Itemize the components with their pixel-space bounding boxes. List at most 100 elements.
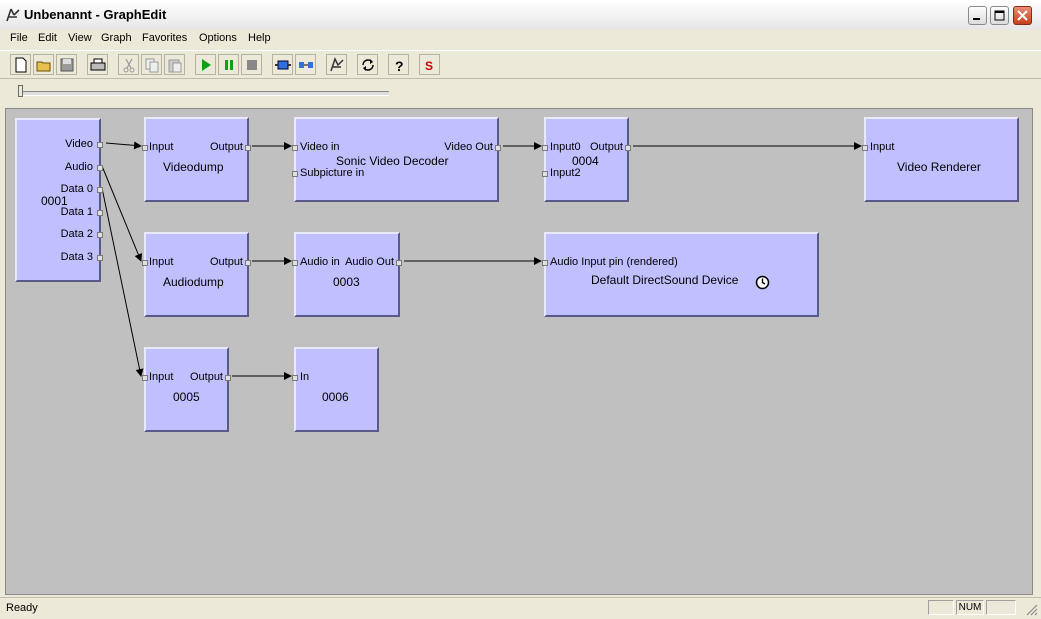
- pin-data-2-box[interactable]: [97, 232, 103, 238]
- pin-input[interactable]: Input: [870, 141, 895, 153]
- filter-name: Videodump: [163, 160, 224, 174]
- filter-audiodump[interactable]: Input Output Audiodump: [142, 232, 251, 317]
- stop-button[interactable]: [241, 54, 262, 75]
- help-button[interactable]: ?: [388, 54, 409, 75]
- resize-grip-icon[interactable]: [1024, 602, 1038, 616]
- pin-audio-in-box[interactable]: [292, 260, 298, 266]
- connection-audio-to-audiodump[interactable]: [101, 165, 143, 262]
- connections-layer: [101, 141, 862, 380]
- menu-edit[interactable]: Edit: [38, 32, 57, 44]
- pin-output[interactable]: Output: [209, 256, 243, 268]
- filter-0005[interactable]: Input Output 0005: [142, 347, 231, 432]
- pin-input[interactable]: Input: [149, 256, 174, 268]
- pin-input2[interactable]: Input2: [550, 167, 581, 179]
- pin-subpicture-in-box[interactable]: [292, 171, 298, 177]
- pin-audio-in[interactable]: Audio in: [300, 256, 340, 268]
- filter-name: 0005: [173, 390, 200, 404]
- insert-filter-button[interactable]: [272, 54, 293, 75]
- pin-data-3[interactable]: Data 3: [60, 251, 93, 263]
- window-title: Unbenannt - GraphEdit: [24, 7, 167, 22]
- filter-sonic-video-decoder[interactable]: Video in Video Out Sonic Video Decoder S…: [292, 117, 501, 202]
- svg-text:S: S: [425, 59, 433, 73]
- pin-video-in-box[interactable]: [292, 145, 298, 151]
- pin-output-box[interactable]: [245, 260, 251, 266]
- pin-data-0[interactable]: Data 0: [60, 183, 93, 195]
- menu-options[interactable]: Options: [199, 32, 237, 44]
- filter-0001[interactable]: 0001 Video Audio Data 0 Data 1 Data 2 Da…: [15, 118, 103, 282]
- pin-video-out-box[interactable]: [495, 145, 501, 151]
- pin-audio-out-box[interactable]: [396, 260, 402, 266]
- pin-audio-box[interactable]: [97, 165, 103, 171]
- pin-audio-input-box[interactable]: [542, 260, 548, 266]
- pin-video[interactable]: Video: [65, 138, 93, 150]
- pin-output[interactable]: Output: [589, 141, 623, 153]
- connect-button[interactable]: [295, 54, 316, 75]
- maximize-button[interactable]: [990, 6, 1009, 25]
- pin-input[interactable]: Input: [149, 371, 174, 383]
- connection-video-to-videodump[interactable]: [105, 141, 142, 150]
- pin-audio-input-rendered[interactable]: Audio Input pin (rendered): [550, 256, 678, 268]
- menu-file[interactable]: File: [10, 32, 28, 44]
- copy-button[interactable]: [141, 54, 162, 75]
- filter-name: 0003: [333, 275, 360, 289]
- pin-subpicture-in[interactable]: Subpicture in: [300, 167, 365, 179]
- menu-help[interactable]: Help: [248, 32, 271, 44]
- pin-input-box[interactable]: [142, 145, 148, 151]
- pin-data-0-box[interactable]: [97, 187, 103, 193]
- connection-data0-to-0005[interactable]: [101, 187, 144, 377]
- pin-video-out[interactable]: Video Out: [444, 141, 493, 153]
- pin-audio[interactable]: Audio: [64, 161, 93, 173]
- status-panel-caps: [928, 600, 954, 615]
- pin-audio-out[interactable]: Audio Out: [345, 256, 394, 268]
- sync-button[interactable]: S: [419, 54, 440, 75]
- pin-data-1[interactable]: Data 1: [60, 206, 93, 218]
- pin-input2-box[interactable]: [542, 171, 548, 177]
- pin-input0[interactable]: Input0: [550, 141, 581, 153]
- filter-default-directsound-device[interactable]: Audio Input pin (rendered) Default Direc…: [542, 232, 819, 317]
- cut-button[interactable]: [118, 54, 139, 75]
- menu-favorites[interactable]: Favorites: [142, 32, 188, 44]
- seek-thumb[interactable]: [18, 85, 23, 97]
- menu-view[interactable]: View: [68, 32, 92, 44]
- minimize-button[interactable]: [968, 6, 987, 25]
- seek-track[interactable]: [21, 91, 389, 96]
- filter-0006[interactable]: In 0006: [292, 347, 379, 432]
- filter-0003[interactable]: Audio in Audio Out 0003: [292, 232, 402, 317]
- pin-in-box[interactable]: [292, 375, 298, 381]
- pin-data-1-box[interactable]: [97, 210, 103, 216]
- pin-data-3-box[interactable]: [97, 255, 103, 261]
- save-button[interactable]: [56, 54, 77, 75]
- menu-graph[interactable]: Graph: [101, 32, 132, 44]
- refresh-button[interactable]: [357, 54, 378, 75]
- pin-in[interactable]: In: [300, 371, 310, 383]
- pin-output-box[interactable]: [245, 145, 251, 151]
- pin-output[interactable]: Output: [189, 371, 223, 383]
- pin-input-box[interactable]: [142, 375, 148, 381]
- pin-input-box[interactable]: [862, 145, 868, 151]
- filter-name: 0004: [572, 154, 599, 168]
- open-button[interactable]: [33, 54, 54, 75]
- open-icon: [36, 61, 51, 72]
- paste-button[interactable]: [164, 54, 185, 75]
- pin-output[interactable]: Output: [209, 141, 243, 153]
- pin-output-box[interactable]: [625, 145, 631, 151]
- new-button[interactable]: [10, 54, 31, 75]
- pin-input-box[interactable]: [142, 260, 148, 266]
- pin-input[interactable]: Input: [149, 141, 174, 153]
- filter-videodump[interactable]: Input Output Videodump: [142, 117, 251, 202]
- filter-video-renderer[interactable]: Input Video Renderer: [862, 117, 1019, 202]
- close-button[interactable]: [1013, 6, 1032, 25]
- pin-input0-box[interactable]: [542, 145, 548, 151]
- filter-0004[interactable]: Input0 Output 0004 Input2: [542, 117, 631, 202]
- title-bar[interactable]: Unbenannt - GraphEdit: [0, 0, 1041, 31]
- close-icon: [1017, 10, 1028, 21]
- pin-output-box[interactable]: [225, 375, 231, 381]
- pause-button[interactable]: [218, 54, 239, 75]
- pin-video-in[interactable]: Video in: [300, 141, 340, 153]
- graph-canvas[interactable]: 0001 Video Audio Data 0 Data 1 Data 2 Da…: [5, 108, 1033, 595]
- print-button[interactable]: [87, 54, 108, 75]
- pin-data-2[interactable]: Data 2: [60, 228, 93, 240]
- graphedit-button[interactable]: [326, 54, 347, 75]
- pin-video-box[interactable]: [97, 142, 103, 148]
- play-button[interactable]: [195, 54, 216, 75]
